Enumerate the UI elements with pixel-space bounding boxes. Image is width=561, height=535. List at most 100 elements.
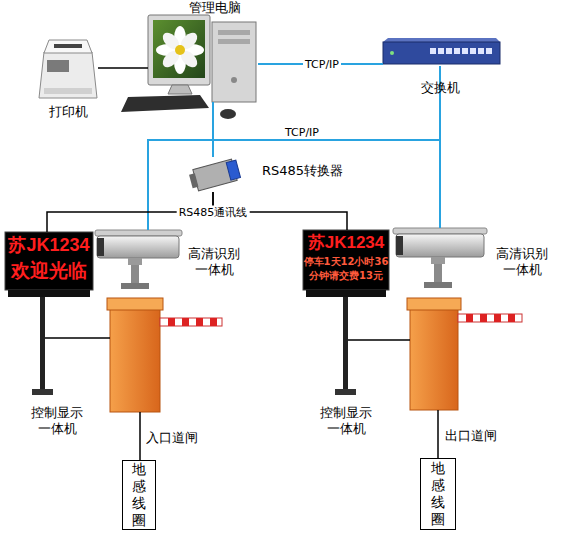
switch-icon-part [383,42,500,64]
plate-text: 苏JK1234 [5,234,93,256]
barrier-gate [107,298,522,412]
barrier-gate-part [110,308,160,412]
node-label: 出口道闸 [445,428,515,444]
switch-icon-part [438,48,444,54]
printer-icon-part [54,44,82,48]
node-label: 控制显示 一体机 [316,405,376,437]
display-pole-part [303,230,389,290]
printer-icon-part [44,40,92,53]
computer-icon-part [218,39,250,44]
camera-icon-part [97,236,179,258]
display-pole-part [343,297,348,391]
camera-icon-part [128,258,142,265]
computer-icon-part [168,85,192,94]
camera-icon-part [131,265,139,283]
barrier-gate-part [508,314,515,322]
camera-node: 高清识别 一体机 [393,228,487,290]
display-pole-part [335,389,356,395]
converter-icon [188,158,241,192]
control-wire-part [348,339,410,341]
switch-icon-part [462,48,468,54]
barrier-gate-part [494,314,501,322]
barrier-gate-part [196,318,203,326]
switch-icon [383,38,500,64]
computer-icon-part [218,30,250,35]
switch-icon-part [430,48,436,54]
display-node: 苏JK1234停车1天12小时36 分钟请交费13元控制显示 一体机 [303,230,389,290]
switch-node: 交换机 [383,38,500,66]
barrier-gate-part [466,314,473,322]
connector-line [212,102,214,157]
barrier-gate-part [407,298,461,310]
loop-box: 地感线圈 [420,458,456,530]
switch-icon-part [446,48,452,54]
barrier-gate-part [210,318,217,326]
plate-text: 苏JK1234 [303,232,389,253]
loop-box: 地感线圈 [122,460,156,530]
display-pole-part [32,389,53,395]
barrier-gate-part [168,318,175,326]
camera-icon-part [95,230,182,236]
node-label: 地感线圈 [430,460,446,528]
switch-icon-part [486,48,492,54]
camera-icon-part [97,238,104,256]
printer-icon-part [44,88,92,94]
printer-icon-part [39,52,97,98]
display-message: 欢迎光临 [5,259,93,283]
camera-node: 高清识别 一体机 [95,230,182,292]
barrier-gate-part [107,298,163,310]
display-pole-part [40,297,45,391]
converter-icon-part [189,173,198,188]
display-pole-part [5,232,93,290]
node-label: 地感线圈 [131,461,147,529]
switch-icon-part [383,38,500,42]
camera-icon-part [396,234,484,257]
computer-icon-part [212,22,256,102]
edge-label: TCP/IP [283,126,321,139]
node-label: 控制显示 一体机 [27,405,87,437]
edge-label: RS485通讯线 [177,206,250,219]
camera-icon [95,228,487,289]
node-label: 交换机 [400,80,480,96]
barrier-gate-part [410,308,458,410]
control-wire-part [45,337,110,339]
printer-icon [39,40,97,98]
camera-icon-part [424,282,452,288]
node-label: 管理电脑 [175,0,255,16]
node-label: RS485转换器 [262,163,362,179]
edge-label: TCP/IP [303,58,341,71]
switch-icon-part [470,48,476,54]
connector-line [148,66,440,230]
display-pole-part [306,290,386,297]
control-wire [45,338,410,340]
converter-node: RS485转换器 [190,157,240,192]
converter-icon-part [226,160,240,180]
barrier-gate-part [182,318,189,326]
camera-icon-part [434,264,442,282]
connector-line [437,410,439,458]
barrier-gate-part [480,314,487,322]
camera-icon-part [393,228,487,234]
switch-icon-part [478,48,484,54]
camera-icon-part [396,236,403,255]
barrier-node: 出口道闸 [408,298,460,410]
computer-icon-part [220,109,236,119]
printer-node: 打印机 [38,38,98,100]
connector-line [98,67,148,69]
connector-line [139,412,141,460]
display-pole [5,230,389,395]
node-label: 入口道闸 [146,430,216,446]
computer-icon-part [231,77,237,83]
computer-icon-part [121,95,209,112]
display-message: 停车1天12小时36 分钟请交费13元 [303,255,389,283]
computer-icon-part [153,20,205,78]
barrier-node: 入口道闸 [108,298,162,412]
computer-icon-part [175,45,185,55]
camera-icon-part [121,283,149,289]
display-pole-part [8,290,90,297]
display-node: 苏JK1234欢迎光临控制显示 一体机 [5,232,93,290]
node-label: 打印机 [28,104,108,120]
switch-icon-part [454,48,460,54]
